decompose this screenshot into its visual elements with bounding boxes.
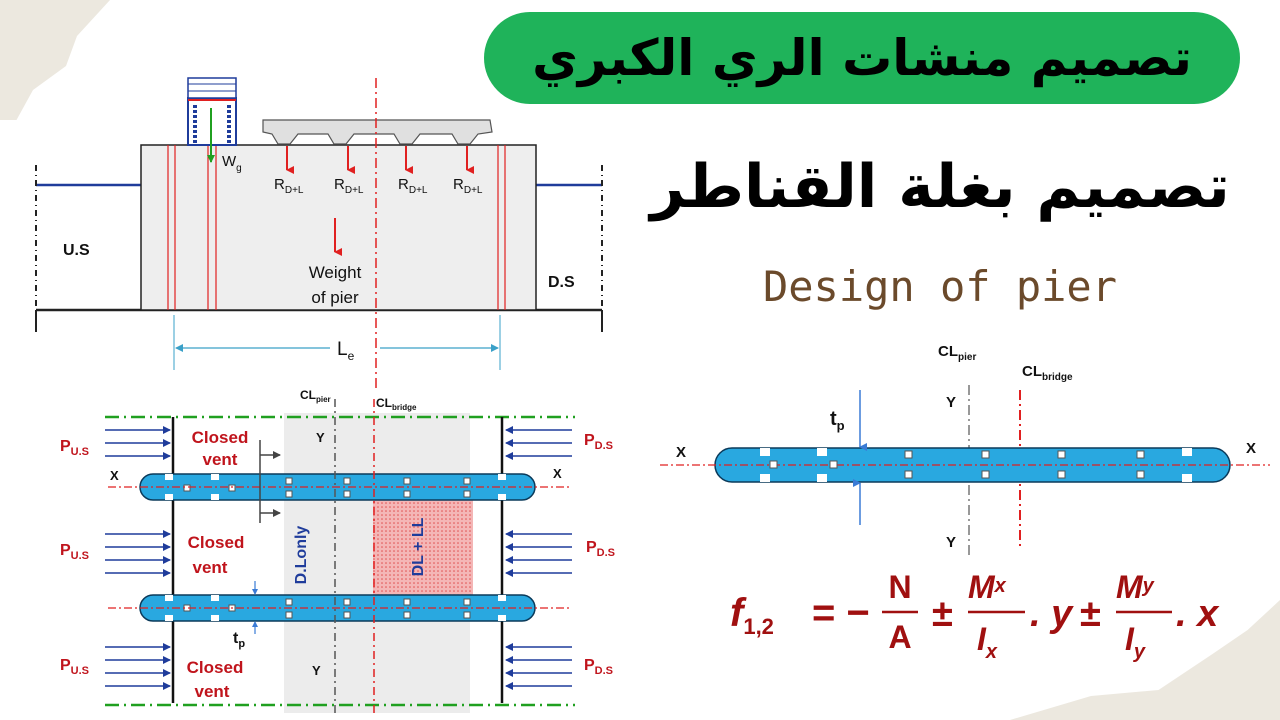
subtitle-arabic: تصميم بغلة القناطر xyxy=(650,152,1230,222)
p-us-label: PU.S xyxy=(60,438,89,458)
ds-pressure-arrows xyxy=(505,426,572,690)
x-axis-label-right: X xyxy=(1246,440,1256,457)
formula-pm: ± xyxy=(1080,593,1101,635)
y-axis-label-bottom: Y xyxy=(312,663,321,678)
formula-mx: Mx xyxy=(968,569,1007,605)
cl-pier-label: CLpier xyxy=(300,388,331,404)
cl-bridge-label: CLbridge xyxy=(1022,363,1073,383)
pier-body xyxy=(140,144,537,311)
bridge-deck xyxy=(262,119,493,145)
elevation-diagram: Wg RD+L RD+L RD+L RD+L Weight of pier U.… xyxy=(35,77,603,390)
y-axis-label-top: Y xyxy=(946,394,956,411)
title-banner: تصميم منشات الري الكبري xyxy=(484,12,1240,104)
formula-eq: = − xyxy=(812,591,870,635)
reaction-label: RD+L xyxy=(274,176,304,196)
cross-section-diagram: CLpier CLbridge Y Y X X tp xyxy=(660,343,1270,555)
stress-formula: f1,2 = − N A ± Mx Ix . y ± My Iy . x xyxy=(730,569,1220,663)
formula-dot-x: . x xyxy=(1176,593,1220,635)
closed-label: Closed xyxy=(187,658,244,677)
cl-bridge-label: CLbridge xyxy=(376,396,417,412)
cl-pier-label: CLpier xyxy=(938,343,976,363)
vent-label: vent xyxy=(195,682,230,701)
formula-iy: Iy xyxy=(1125,621,1146,663)
ds-label: D.S xyxy=(548,274,575,291)
le-label: Le xyxy=(337,339,355,363)
plan-diagram: X X CLpier CLbridge Y Y Closed vent Clos… xyxy=(60,388,615,715)
y-axis-label-top: Y xyxy=(316,430,325,445)
dl-ll-zone xyxy=(373,485,473,610)
x-axis-label-right: X xyxy=(553,466,562,481)
weight-label-line1: Weight xyxy=(309,263,362,282)
formula-f: f1,2 xyxy=(730,591,774,639)
dl-ll-label: DL + LL xyxy=(410,517,427,576)
p-ds-label: PD.S xyxy=(586,539,615,559)
wg-label: Wg xyxy=(222,153,242,174)
us-pressure-arrows xyxy=(105,426,171,690)
tp-label: tp xyxy=(233,630,245,650)
x-axis-label-left: X xyxy=(110,468,119,483)
closed-label: Closed xyxy=(192,428,249,447)
weight-label-line2: of pier xyxy=(311,288,359,307)
p-ds-label: PD.S xyxy=(584,657,613,677)
us-label: U.S xyxy=(63,242,90,259)
subtitle-english: Design of pier xyxy=(762,262,1117,311)
banner-title: تصميم منشات الري الكبري xyxy=(532,29,1192,87)
section-marker xyxy=(259,440,281,523)
reaction-label: RD+L xyxy=(398,176,428,196)
x-axis-label-left: X xyxy=(676,444,686,461)
reaction-label: RD+L xyxy=(334,176,364,196)
dl-only-label: D.Lonly xyxy=(293,526,310,585)
tp-label: tp xyxy=(830,408,845,433)
reaction-label: RD+L xyxy=(453,176,483,196)
formula-a: A xyxy=(888,619,911,655)
closed-label: Closed xyxy=(188,533,245,552)
vent-label: vent xyxy=(193,558,228,577)
formula-n: N xyxy=(888,569,911,605)
p-us-label: PU.S xyxy=(60,657,89,677)
formula-ix: Ix xyxy=(977,621,998,663)
formula-pm: ± xyxy=(932,593,953,635)
p-us-label: PU.S xyxy=(60,542,89,562)
y-axis-label-bottom: Y xyxy=(946,534,956,551)
formula-dot-y: . y xyxy=(1030,593,1074,635)
formula-my: My xyxy=(1116,569,1155,605)
vent-label: vent xyxy=(203,450,238,469)
p-ds-label: PD.S xyxy=(584,432,613,452)
